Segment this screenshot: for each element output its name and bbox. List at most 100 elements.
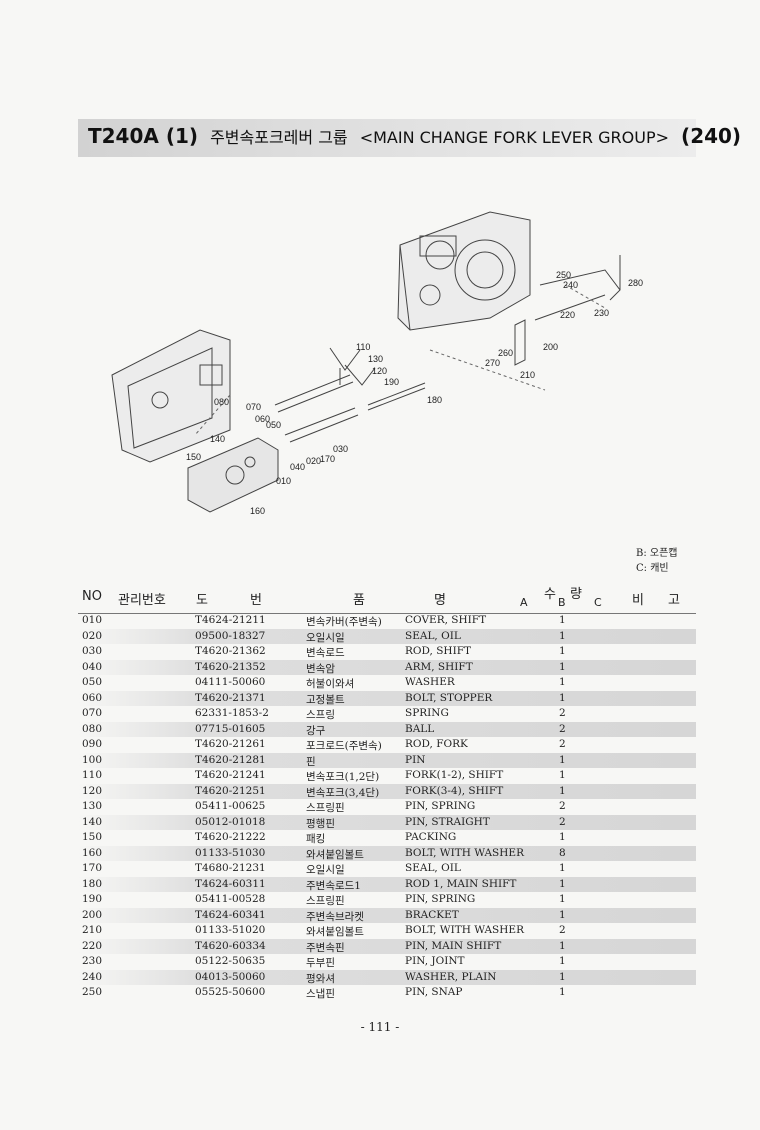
row-part-number: T4620-21281 — [195, 753, 266, 766]
callout-120: 120 — [372, 366, 387, 376]
header-b: B — [558, 596, 566, 609]
row-english-name: FORK(1-2), SHIFT — [405, 769, 504, 781]
title-group-number: (240) — [681, 124, 742, 148]
row-korean-name: 주변속로드1 — [306, 879, 361, 892]
row-no: 010 — [82, 614, 103, 626]
row-quantity-b: 1 — [559, 908, 566, 921]
row-korean-name: 스프링핀 — [306, 802, 345, 814]
row-part-number: T4620-60334 — [195, 939, 266, 952]
header-ryang: 량 — [570, 587, 582, 602]
row-no: 040 — [82, 660, 103, 673]
row-part-number: 01133-51030 — [195, 846, 266, 859]
table-header: NO 관리번호 도 번 품 명 수 량 A B C 비 고 — [78, 583, 696, 614]
legend-c: C: 캐빈 — [636, 563, 669, 574]
header-su: 수 — [544, 587, 556, 602]
row-english-name: PIN, SPRING — [405, 800, 476, 812]
row-quantity-b: 1 — [559, 614, 566, 626]
row-english-name: BALL — [405, 722, 435, 735]
row-korean-name: 변속카버(주변속) — [306, 616, 382, 628]
row-quantity-b: 1 — [559, 769, 566, 781]
row-part-number: T4620-21251 — [195, 784, 266, 797]
callout-240: 240 — [563, 280, 578, 290]
row-part-number: T4620-21241 — [195, 769, 266, 781]
row-part-number: T4620-21261 — [195, 738, 266, 750]
header-myeong: 명 — [434, 593, 446, 608]
header-c: C — [594, 596, 602, 609]
row-quantity-b: 2 — [559, 815, 566, 828]
row-english-name: FORK(3-4), SHIFT — [405, 784, 504, 797]
row-english-name: ROD, SHIFT — [405, 645, 472, 657]
callout-140: 140 — [210, 434, 225, 444]
row-no: 030 — [82, 645, 103, 657]
row-quantity-b: 1 — [559, 862, 566, 874]
row-korean-name: 허불이와셔 — [306, 678, 355, 690]
row-english-name: ARM, SHIFT — [405, 660, 473, 673]
row-no: 150 — [82, 831, 103, 843]
row-quantity-b: 1 — [559, 831, 566, 843]
row-english-name: PIN, STRAIGHT — [405, 815, 490, 828]
callout-190: 190 — [384, 377, 399, 387]
row-english-name: ROD, FORK — [405, 738, 468, 750]
callout-210: 210 — [520, 370, 535, 380]
row-part-number: T4624-60341 — [195, 908, 266, 921]
row-quantity-b: 1 — [559, 691, 566, 704]
row-no: 110 — [82, 769, 103, 781]
callout-040: 040 — [290, 462, 305, 472]
row-english-name: PIN — [405, 753, 426, 766]
row-part-number: 05122-50635 — [195, 955, 266, 967]
header-go: 고 — [668, 593, 680, 608]
row-korean-name: 평와셔 — [306, 972, 335, 985]
row-quantity-b: 1 — [559, 970, 566, 983]
row-quantity-b: 1 — [559, 893, 566, 905]
row-part-number: 04013-50060 — [195, 970, 266, 983]
row-quantity-b: 1 — [559, 629, 566, 642]
row-korean-name: 변속포크(1,2단) — [306, 771, 380, 783]
row-korean-name: 와셔붙임볼트 — [306, 926, 364, 938]
row-no: 130 — [82, 800, 103, 812]
row-english-name: SEAL, OIL — [405, 629, 461, 642]
row-english-name: BOLT, WITH WASHER — [405, 924, 524, 936]
title-korean: 주변속포크레버 그룹 — [210, 128, 348, 147]
callout-250: 250 — [556, 270, 571, 280]
row-quantity-b: 1 — [559, 753, 566, 766]
callout-160: 160 — [250, 506, 265, 516]
row-korean-name: 와셔붙임볼트 — [306, 848, 364, 861]
row-quantity-b: 1 — [559, 955, 566, 967]
title-english: <MAIN CHANGE FORK LEVER GROUP> — [359, 128, 669, 147]
row-no: 220 — [82, 939, 103, 952]
row-korean-name: 스프링 — [306, 709, 335, 721]
row-korean-name: 패킹 — [306, 833, 326, 845]
row-no: 050 — [82, 676, 103, 688]
callout-200: 200 — [543, 342, 558, 352]
row-no: 090 — [82, 738, 103, 750]
row-no: 200 — [82, 908, 103, 921]
row-no: 250 — [82, 986, 103, 998]
exploded-parts-diagram: 010 020 030 040 050 060 070 080 110 120 … — [111, 211, 643, 516]
row-quantity-b: 2 — [559, 800, 566, 812]
page-number: - 111 - — [360, 1020, 400, 1034]
callout-150: 150 — [186, 452, 201, 462]
callout-130: 130 — [368, 354, 383, 364]
row-english-name: WASHER — [405, 676, 455, 688]
callout-270: 270 — [485, 358, 500, 368]
row-english-name: BOLT, STOPPER — [405, 691, 493, 704]
header-beon: 번 — [250, 593, 262, 608]
row-quantity-b: 2 — [559, 707, 566, 719]
row-korean-name: 변속로드 — [306, 647, 345, 659]
legend-b: B: 오픈캡 — [636, 548, 678, 559]
callout-260: 260 — [498, 348, 513, 358]
row-english-name: WASHER, PLAIN — [405, 970, 497, 983]
